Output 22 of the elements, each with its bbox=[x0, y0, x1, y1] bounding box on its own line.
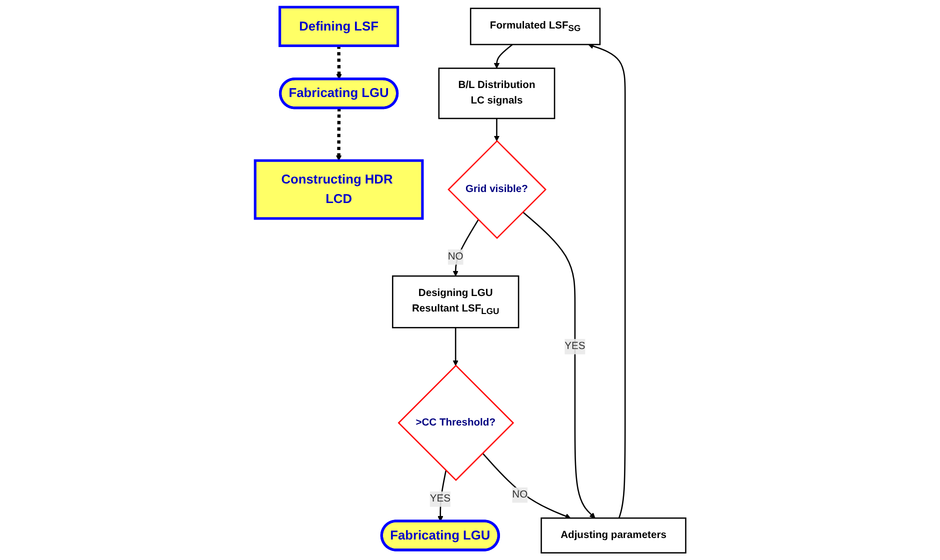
edge-label: NO bbox=[512, 489, 528, 500]
node-box: B/L Distribution LC signals bbox=[438, 68, 555, 120]
arrow bbox=[588, 43, 626, 518]
edge-label: YES bbox=[429, 493, 450, 504]
arrow bbox=[493, 44, 512, 69]
arrow bbox=[437, 470, 446, 522]
edge-label: NO bbox=[447, 251, 463, 262]
arrow bbox=[336, 46, 342, 80]
node-box: Defining LSF bbox=[278, 6, 399, 48]
arrow bbox=[452, 219, 478, 276]
node-box: Designing LGU Resultant LSF$_{LGU}$ bbox=[392, 275, 519, 328]
node-box: Formulated LSF$_{SG}$ bbox=[470, 8, 600, 46]
node-box: Constructing HDR LCD bbox=[253, 159, 424, 220]
arrow bbox=[452, 328, 458, 366]
node-diamond: Grid visible? bbox=[447, 140, 546, 239]
arrow bbox=[522, 212, 595, 518]
edge-label: YES bbox=[564, 340, 585, 352]
arrow bbox=[493, 118, 500, 142]
arrow bbox=[482, 452, 570, 519]
node-box: Adjusting parameters bbox=[540, 517, 686, 554]
arrow bbox=[336, 108, 342, 161]
node-diamond: >CC Threshold? bbox=[397, 364, 514, 482]
